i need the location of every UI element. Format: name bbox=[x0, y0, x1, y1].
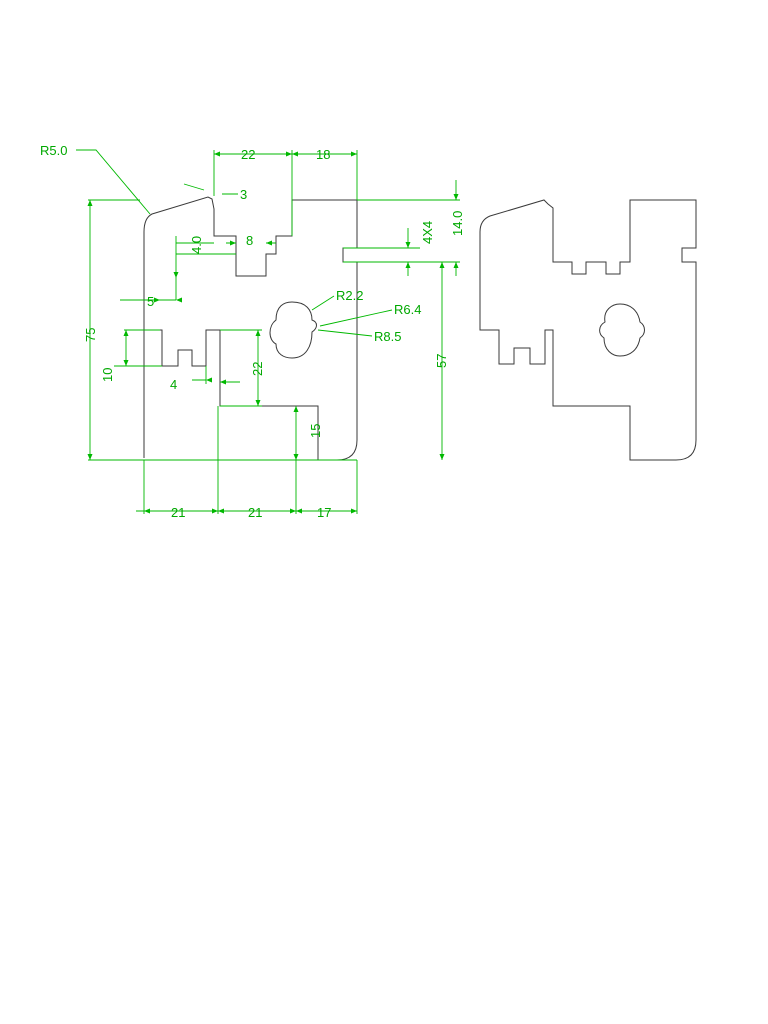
dimension-arrowhead bbox=[218, 508, 224, 514]
dimension-arrowhead bbox=[439, 262, 445, 268]
label-4: 4 bbox=[170, 377, 177, 392]
label-15: 15 bbox=[308, 424, 323, 438]
label-4-0: 4.0 bbox=[189, 236, 204, 254]
dimension-arrowhead bbox=[255, 400, 261, 406]
dimension-arrowhead bbox=[123, 330, 129, 336]
dimension-arrowhead bbox=[123, 360, 129, 366]
label-10: 10 bbox=[100, 368, 115, 382]
dimension-arrowhead bbox=[405, 262, 411, 268]
dimension-arrowhead bbox=[255, 330, 261, 336]
label-4x4: 4X4 bbox=[420, 221, 435, 244]
dimension-arrowhead bbox=[206, 377, 212, 383]
label-21-b: 21 bbox=[248, 505, 262, 520]
dimension-arrowhead bbox=[453, 194, 459, 200]
label-8: 8 bbox=[246, 233, 253, 248]
dimension-arrowhead bbox=[405, 242, 411, 248]
label-75: 75 bbox=[83, 328, 98, 342]
dimension-arrowhead bbox=[154, 297, 160, 303]
dimension-arrowhead bbox=[292, 151, 298, 157]
label-21-a: 21 bbox=[171, 505, 185, 520]
dimension-arrowhead bbox=[87, 454, 93, 460]
dimension-lines bbox=[76, 149, 460, 514]
dimension-labels: R5.0 22 18 3 4.0 8 4X4 14.0 75 5 R2.2 R6… bbox=[40, 143, 465, 520]
label-17: 17 bbox=[317, 505, 331, 520]
dimension-arrowhead bbox=[351, 508, 357, 514]
dimension-arrowhead bbox=[173, 272, 179, 278]
dimension-arrowhead bbox=[144, 508, 150, 514]
label-57: 57 bbox=[434, 354, 449, 368]
label-r6-4: R6.4 bbox=[394, 302, 421, 317]
dimension-arrowhead bbox=[290, 508, 296, 514]
label-3: 3 bbox=[240, 187, 247, 202]
label-14: 14.0 bbox=[450, 211, 465, 236]
dimension-arrowhead bbox=[87, 200, 93, 206]
dimension-arrowhead bbox=[293, 406, 299, 412]
label-18-top: 18 bbox=[316, 147, 330, 162]
dimension-arrowhead bbox=[176, 297, 182, 303]
dimension-arrowhead bbox=[293, 454, 299, 460]
label-5: 5 bbox=[147, 294, 154, 309]
dimension-arrows bbox=[87, 151, 459, 514]
dimension-arrowhead bbox=[439, 454, 445, 460]
dimension-arrowhead bbox=[230, 240, 236, 246]
dimension-arrowhead bbox=[266, 240, 272, 246]
dimension-arrowhead bbox=[212, 508, 218, 514]
dimension-arrowhead bbox=[453, 262, 459, 268]
label-22-top: 22 bbox=[241, 147, 255, 162]
dimension-arrowhead bbox=[220, 379, 226, 385]
dimension-arrowhead bbox=[214, 151, 220, 157]
label-r2-2: R2.2 bbox=[336, 288, 363, 303]
right-profile-outline bbox=[479, 199, 697, 461]
label-22-mid: 22 bbox=[250, 362, 265, 376]
label-r5: R5.0 bbox=[40, 143, 67, 158]
dimension-arrowhead bbox=[296, 508, 302, 514]
dimension-arrowhead bbox=[286, 151, 292, 157]
label-r8-5: R8.5 bbox=[374, 329, 401, 344]
dimension-arrowhead bbox=[351, 151, 357, 157]
